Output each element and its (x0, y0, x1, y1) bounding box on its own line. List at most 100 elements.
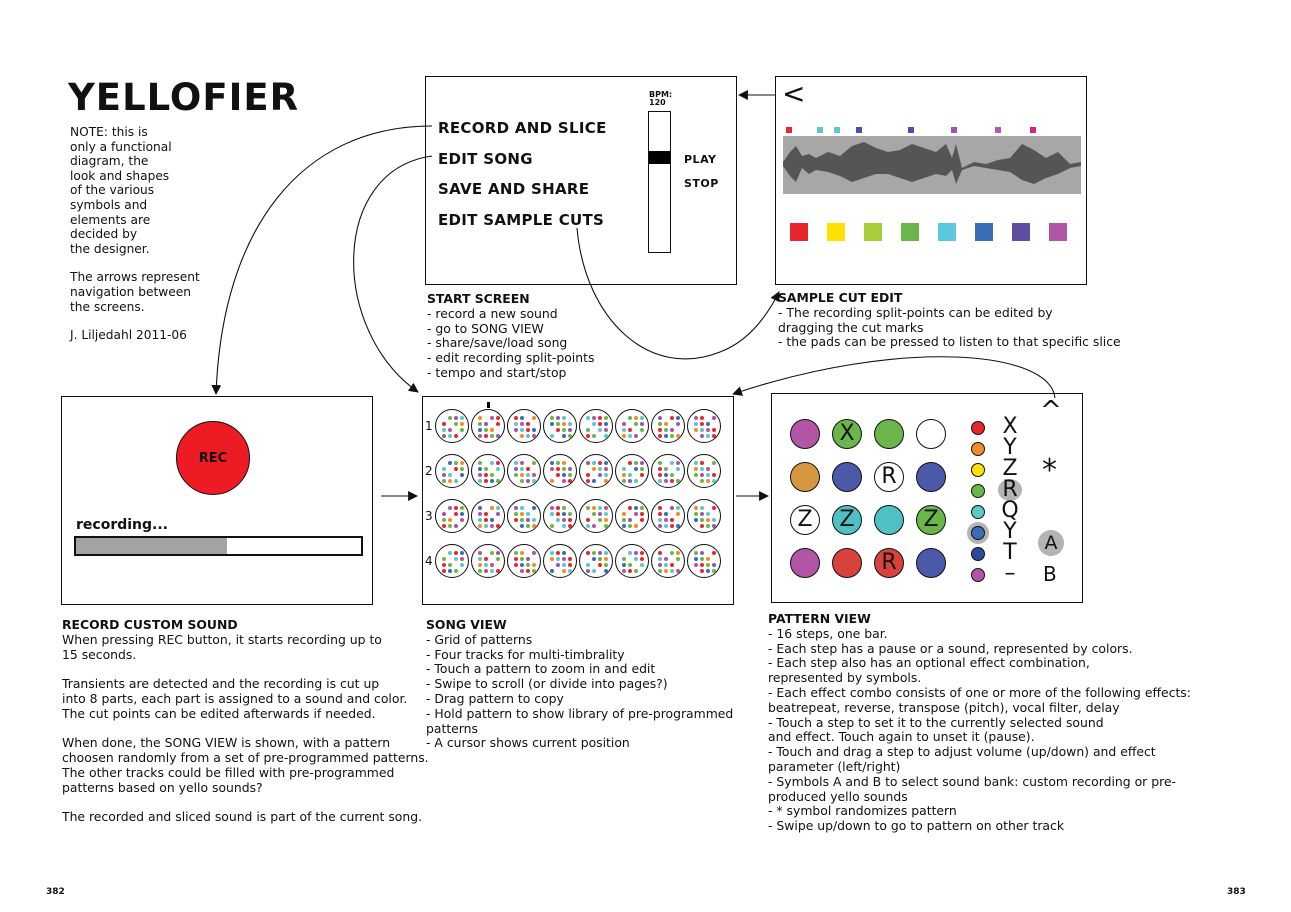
palette-color[interactable] (971, 568, 985, 582)
cut-mark[interactable] (908, 127, 914, 133)
pattern-cell[interactable] (507, 544, 541, 578)
pattern-cell[interactable] (687, 454, 721, 488)
back-button[interactable]: < (782, 77, 806, 110)
pattern-cell[interactable] (507, 499, 541, 533)
effect-symbol[interactable]: – (1004, 561, 1016, 586)
pattern-cell[interactable] (543, 544, 577, 578)
sound-pad[interactable] (975, 223, 993, 241)
cut-mark[interactable] (817, 127, 823, 133)
sound-pad[interactable] (827, 223, 845, 241)
pattern-step[interactable] (874, 505, 904, 535)
pattern-cell[interactable] (651, 454, 685, 488)
waveform-editor[interactable] (776, 122, 1086, 197)
rec-button[interactable]: REC (176, 421, 250, 495)
effect-symbol[interactable]: Q (1001, 498, 1019, 523)
palette-color-selected[interactable] (971, 526, 985, 540)
pattern-cell[interactable] (435, 454, 469, 488)
menu-edit-song[interactable]: EDIT SONG (438, 150, 533, 168)
pattern-step[interactable] (916, 548, 946, 578)
sound-pad[interactable] (1012, 223, 1030, 241)
palette-color[interactable] (971, 484, 985, 498)
cut-mark[interactable] (951, 127, 957, 133)
pattern-cell[interactable] (687, 499, 721, 533)
effect-symbol[interactable]: Z (1002, 456, 1018, 481)
pattern-cell[interactable] (471, 454, 505, 488)
cut-mark[interactable] (1030, 127, 1036, 133)
tempo-slider[interactable] (648, 111, 671, 253)
pattern-cell[interactable] (615, 409, 649, 443)
sound-pad[interactable] (938, 223, 956, 241)
effect-symbol-selected[interactable]: R (998, 479, 1022, 501)
menu-edit-sample-cuts[interactable]: EDIT SAMPLE CUTS (438, 211, 605, 229)
sound-pad[interactable] (790, 223, 808, 241)
play-button[interactable]: PLAY (684, 153, 717, 166)
pattern-step[interactable] (832, 462, 862, 492)
pattern-step[interactable] (790, 419, 820, 449)
pattern-cell[interactable] (543, 409, 577, 443)
pattern-step[interactable] (832, 548, 862, 578)
pattern-cell[interactable] (579, 409, 613, 443)
sound-pad[interactable] (901, 223, 919, 241)
pattern-cell[interactable] (579, 454, 613, 488)
stop-button[interactable]: STOP (684, 177, 719, 190)
cut-marks[interactable] (786, 127, 1036, 133)
pattern-cell[interactable] (471, 544, 505, 578)
pattern-step[interactable] (916, 462, 946, 492)
pattern-cell[interactable] (435, 544, 469, 578)
palette-color[interactable] (971, 463, 985, 477)
pattern-step[interactable]: X (832, 419, 862, 449)
pattern-cell[interactable] (615, 499, 649, 533)
step-dot (700, 479, 704, 483)
pattern-step[interactable]: Z (916, 505, 946, 535)
menu-record-and-slice[interactable]: RECORD AND SLICE (438, 119, 607, 137)
pattern-cell[interactable] (435, 409, 469, 443)
tempo-slider-handle[interactable] (649, 151, 670, 164)
step-dot (664, 422, 668, 426)
effect-symbol[interactable]: X (1002, 414, 1018, 439)
pattern-cell[interactable] (543, 454, 577, 488)
pattern-step[interactable] (874, 419, 904, 449)
palette-color[interactable] (971, 442, 985, 456)
pattern-cell[interactable] (615, 544, 649, 578)
pattern-cell[interactable] (471, 409, 505, 443)
pattern-cell[interactable] (507, 409, 541, 443)
pattern-cell[interactable] (543, 499, 577, 533)
pattern-cell[interactable] (579, 499, 613, 533)
pattern-step[interactable]: R (874, 462, 904, 492)
pattern-cell[interactable] (471, 499, 505, 533)
pattern-step[interactable]: Z (832, 505, 862, 535)
step-dot (598, 563, 602, 567)
pattern-step[interactable] (790, 548, 820, 578)
sound-pad[interactable] (864, 223, 882, 241)
pattern-step[interactable] (916, 419, 946, 449)
palette-color[interactable] (971, 547, 985, 561)
palette-color[interactable] (971, 421, 985, 435)
bank-a-button[interactable]: A (1038, 530, 1064, 556)
effect-symbol[interactable]: Y (1003, 435, 1017, 460)
pattern-cell[interactable] (579, 544, 613, 578)
step-dot (604, 569, 608, 573)
cut-mark[interactable] (786, 127, 792, 133)
sound-pad[interactable] (1049, 223, 1067, 241)
pattern-cell[interactable] (435, 499, 469, 533)
pattern-cell[interactable] (651, 409, 685, 443)
effect-symbol[interactable]: Y (1003, 519, 1017, 544)
effect-symbol[interactable]: T (1003, 540, 1017, 565)
pattern-step[interactable]: R (874, 548, 904, 578)
randomize-button[interactable]: * (1042, 453, 1057, 488)
cut-mark[interactable] (834, 127, 840, 133)
pattern-step[interactable]: Z (790, 505, 820, 535)
menu-save-and-share[interactable]: SAVE AND SHARE (438, 180, 590, 198)
pattern-cell[interactable] (687, 409, 721, 443)
up-button[interactable]: ^ (1040, 396, 1062, 426)
bank-b-button[interactable]: B (1043, 562, 1057, 586)
palette-color[interactable] (971, 505, 985, 519)
pattern-cell[interactable] (651, 499, 685, 533)
cut-mark[interactable] (995, 127, 1001, 133)
cut-mark[interactable] (856, 127, 862, 133)
pattern-cell[interactable] (687, 544, 721, 578)
pattern-cell[interactable] (615, 454, 649, 488)
pattern-step[interactable] (790, 462, 820, 492)
pattern-cell[interactable] (651, 544, 685, 578)
pattern-cell[interactable] (507, 454, 541, 488)
